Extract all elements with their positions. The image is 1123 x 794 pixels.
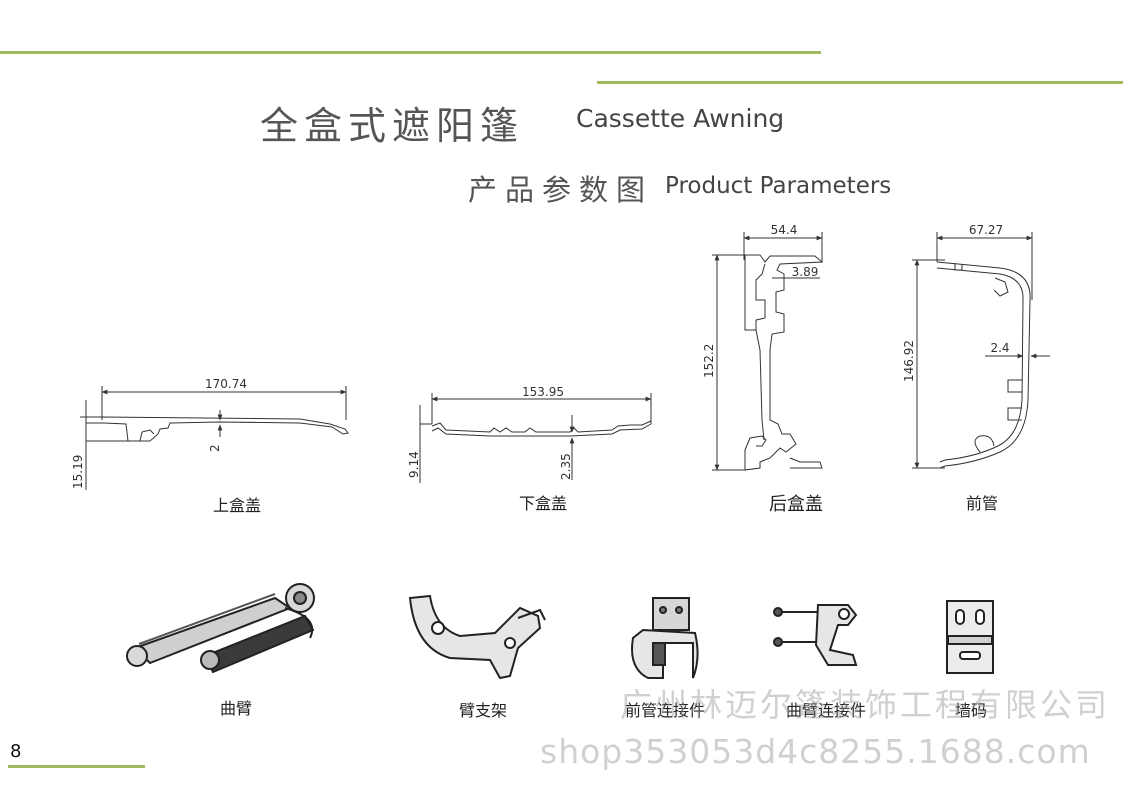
front-tube-connector-icon [631, 597, 699, 679]
top-rule-right [597, 81, 1123, 84]
dim-text: 2 [208, 444, 222, 452]
dim-text: 2.4 [990, 341, 1009, 355]
caption-front-tube: 前管 [965, 494, 998, 513]
dim-text: 146.92 [902, 340, 916, 382]
caption-rear-cover: 后盒盖 [769, 494, 823, 515]
arm-bracket-icon [408, 594, 546, 680]
watermark-shop: shop353053d4c8255.1688.com [540, 732, 1091, 771]
dim-text: 67.27 [969, 223, 1003, 237]
dim-text: 153.95 [522, 385, 564, 399]
bottom-rule [8, 765, 145, 768]
caption-arm-bracket: 臂支架 [458, 701, 507, 720]
dim-text: 3.89 [792, 265, 819, 279]
page-number: 8 [10, 741, 22, 762]
subtitle-en: Product Parameters [665, 173, 892, 199]
dim-text: 54.4 [771, 223, 798, 237]
caption-upper-cover: 上盒盖 [212, 496, 261, 515]
caption-lower-cover: 下盒盖 [518, 494, 567, 513]
title-en: Cassette Awning [576, 104, 785, 133]
arm-connector-icon [773, 604, 858, 666]
watermark-company: 广州林迈尔篷装饰工程有限公司 [620, 686, 1111, 724]
dim-text: 170.74 [205, 377, 247, 391]
caption-wall-bracket: 墙码 [954, 701, 987, 720]
dim-text: 152.2 [702, 344, 716, 378]
caption-folding-arm: 曲臂 [219, 699, 252, 718]
dim-text: 15.19 [71, 455, 85, 489]
rear-cover-profile [712, 232, 824, 471]
wall-bracket-icon [946, 600, 994, 674]
lower-cover-profile [419, 393, 652, 483]
folding-arm-icon [126, 583, 315, 674]
dim-text: 2.35 [559, 453, 573, 480]
top-rule-left [0, 51, 821, 54]
title-cn: 全盒式遮阳篷 [260, 104, 525, 148]
caption-front-tube-connector: 前管连接件 [624, 701, 705, 720]
dim-text: 9.14 [407, 451, 421, 478]
subtitle-cn: 产品参数图 [468, 173, 654, 207]
caption-arm-connector: 曲臂连接件 [785, 701, 866, 720]
front-tube-profile [912, 232, 1050, 469]
upper-cover-profile [80, 386, 349, 490]
